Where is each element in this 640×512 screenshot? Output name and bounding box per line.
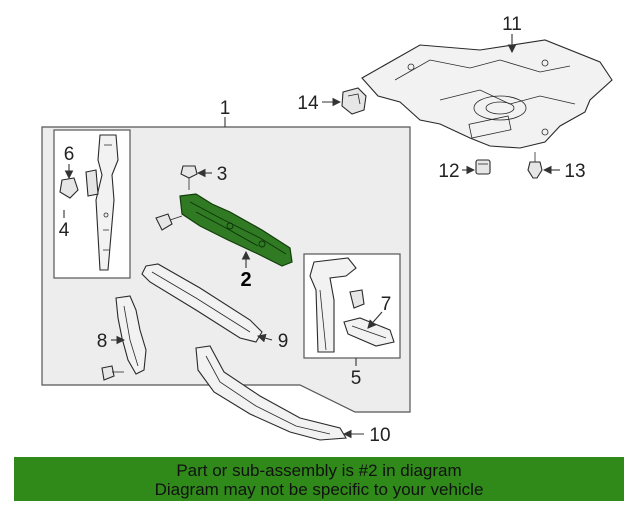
callout-11: 11 [502, 14, 522, 35]
bolt-lower-left[interactable] [101, 365, 124, 381]
exploded-parts-diagram: 1 2 3 4 5 6 7 8 9 10 11 12 13 14 [41, 14, 613, 446]
part-8-vertical-bracket[interactable] [115, 295, 147, 375]
part-13-bolt[interactable] [527, 152, 543, 179]
callout-14: 14 [297, 93, 319, 114]
callout-5: 5 [351, 368, 362, 389]
banner-line-2: Diagram may not be specific to your vehi… [154, 480, 484, 499]
diagram-notice-banner: Part or sub-assembly is #2 in diagram Di… [14, 457, 624, 501]
callout-12: 12 [438, 161, 459, 182]
leader-9 [256, 333, 273, 343]
callout-7: 7 [381, 294, 392, 315]
callout-6: 6 [64, 144, 75, 165]
part-5-upright[interactable] [309, 257, 357, 353]
callout-9: 9 [278, 331, 289, 352]
leader-7 [367, 311, 383, 329]
part-2-highlighted-member[interactable] [179, 193, 293, 267]
part-6-bracket-small[interactable] [85, 169, 99, 197]
part-9-lower-member[interactable] [141, 263, 263, 343]
callout-1: 1 [220, 98, 231, 119]
part-11-undercover[interactable] [361, 39, 613, 149]
part-12-nut[interactable] [475, 159, 491, 175]
callout-4: 4 [59, 220, 70, 241]
part-14-clip[interactable] [341, 87, 367, 115]
callout-10: 10 [369, 425, 390, 446]
part-7-bracket[interactable] [343, 317, 395, 347]
part-4-side-bracket[interactable] [95, 134, 119, 271]
part-3-bolt[interactable] [180, 165, 198, 190]
banner-line-1: Part or sub-assembly is #2 in diagram [176, 461, 462, 480]
callout-3: 3 [217, 164, 228, 185]
bolt-left-of-part-2[interactable] [155, 213, 183, 231]
callout-2: 2 [240, 269, 251, 291]
callout-8: 8 [97, 331, 108, 352]
callout-13: 13 [564, 161, 585, 182]
part-5-clip[interactable] [349, 289, 365, 309]
